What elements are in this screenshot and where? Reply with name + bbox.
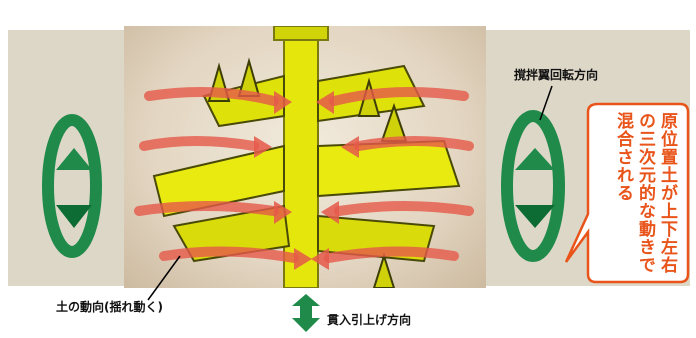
penetration-double-arrow-icon: [292, 294, 320, 332]
flow-arrow-mid-right: [354, 136, 474, 151]
flow-arrowheads: [254, 91, 359, 270]
penetration-direction-label: 貫入引上げ方向: [327, 313, 412, 327]
flow-arrow-low-left: [134, 201, 279, 216]
soil-leader-line: [147, 255, 181, 301]
flow-arrow-bottom-right: [324, 246, 459, 263]
flow-arrow-bottom-left: [159, 246, 299, 263]
stirring-wing-rotation-label: 撹拌翼回転方向: [514, 68, 599, 82]
blade-middle-left: [152, 144, 285, 218]
machine-drawing: [134, 26, 474, 288]
soil-movement-label: 土の動向(揺れ動く): [56, 300, 163, 314]
callout-line-2: の三次元的な動きで: [635, 112, 655, 274]
callout-text: 原位置土が上下左右 の三次元的な動きで 混合される: [598, 112, 678, 280]
right-rotation-arrow-icon: [501, 110, 565, 262]
callout-line-1: 原位置土が上下左右: [657, 112, 677, 274]
callout-bubble: [564, 102, 690, 284]
flow-arrow-low-right: [334, 201, 474, 216]
left-rotation-arrow-icon: [42, 114, 102, 258]
tooth-5: [372, 252, 396, 288]
callout-line-3: 混合される: [613, 112, 633, 202]
flow-arrows: [134, 87, 474, 263]
rotation-leader-line: [539, 85, 553, 121]
shaft-top: [273, 26, 329, 41]
flow-arrow-mid-left: [139, 136, 259, 151]
flow-arrow-upper-left: [144, 87, 279, 106]
flow-arrow-upper-right: [329, 87, 469, 106]
mixing-machine-illustration: [124, 26, 486, 288]
blade-upper-left: [202, 74, 285, 128]
